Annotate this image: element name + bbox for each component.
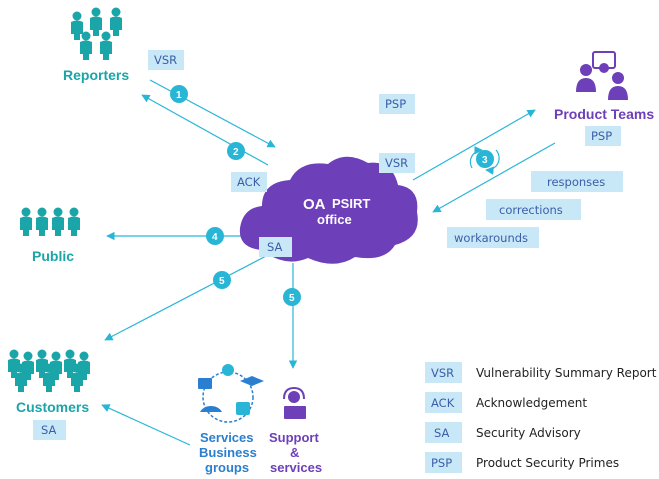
arrow-cloud-to-customers [104, 254, 269, 341]
support-icon [283, 386, 306, 419]
tag-psp-product: PSP [585, 126, 621, 146]
svg-text:5: 5 [289, 293, 295, 304]
step-4: 4 [206, 227, 224, 245]
umbrella-icon [200, 405, 222, 412]
step-5-customers: 5 [213, 271, 231, 289]
svg-text:Security Advisory: Security Advisory [476, 426, 581, 440]
arrow-services-to-customers [101, 404, 191, 446]
svg-text:ACK: ACK [237, 175, 261, 189]
svg-text:4: 4 [212, 232, 218, 243]
svg-text:workarounds: workarounds [454, 231, 528, 245]
arrows [101, 79, 556, 446]
lightbulb-icon [222, 364, 234, 376]
services-line-1: Services [200, 430, 254, 445]
customers-icon [8, 349, 90, 392]
team-icon [198, 378, 212, 389]
cloud-subtitle: office [317, 212, 352, 227]
svg-text:ACK: ACK [431, 396, 455, 410]
svg-text:Vulnerability Summary Report: Vulnerability Summary Report [476, 366, 657, 380]
svg-text:SA: SA [434, 426, 450, 440]
services-line-3: groups [205, 460, 249, 475]
svg-text:responses: responses [547, 175, 605, 189]
svg-text:PSP: PSP [431, 456, 452, 470]
tag-sa-cloud: SA [259, 237, 292, 257]
support-line-3: services [270, 460, 322, 475]
services-line-2: Business [199, 445, 257, 460]
tag-vsr-product: VSR [379, 153, 415, 173]
cloud-title: PSIRT [332, 196, 370, 211]
tag-responses: responses [531, 171, 623, 192]
customers-label: Customers [16, 399, 89, 415]
tag-vsr-reporters: VSR [148, 50, 184, 70]
svg-text:PSP: PSP [385, 97, 406, 111]
tag-ack: ACK [231, 172, 267, 192]
public-label: Public [32, 248, 74, 264]
graduation-cap-icon [240, 376, 264, 386]
svg-text:2: 2 [233, 147, 239, 158]
step-3: 3 [476, 150, 494, 168]
support-line-1: Support [269, 430, 319, 445]
svg-text:VSR: VSR [431, 366, 454, 380]
product-teams-icon [576, 51, 628, 100]
tag-psp-top: PSP [379, 94, 415, 114]
legend-item-sa: SA Security Advisory [425, 422, 581, 443]
svg-text:VSR: VSR [154, 53, 177, 67]
public-icon [16, 207, 80, 240]
product-teams-label: Product Teams [554, 106, 654, 122]
step-5-support: 5 [283, 288, 301, 306]
services-business-icon [198, 364, 264, 423]
reporters-label: Reporters [63, 67, 129, 83]
step-2: 2 [227, 142, 245, 160]
svg-text:SA: SA [41, 423, 57, 437]
reporters-icon [71, 7, 122, 60]
loop-arrow-3b [485, 149, 500, 175]
support-line-2: & [290, 445, 299, 460]
svg-text:Acknowledgement: Acknowledgement [476, 396, 587, 410]
legend-item-psp: PSP Product Security Primes [425, 452, 619, 473]
svg-text:PSP: PSP [591, 129, 612, 143]
legend-item-ack: ACK Acknowledgement [425, 392, 587, 413]
svg-text:1: 1 [176, 90, 182, 101]
arrow-reporters-to-cloud [149, 79, 276, 148]
svg-text:3: 3 [482, 155, 488, 166]
svg-text:corrections: corrections [499, 203, 563, 217]
arrow-product-teams-to-cloud [432, 142, 556, 213]
arrow-cloud-to-product-teams [412, 109, 536, 181]
cloud-brand: OA [303, 196, 326, 213]
arrow-cloud-to-reporters [141, 94, 269, 166]
puzzle-icon [236, 402, 250, 415]
svg-text:SA: SA [267, 240, 283, 254]
legend: VSR Vulnerability Summary Report ACK Ack… [425, 362, 657, 473]
step-1: 1 [170, 85, 188, 103]
loop-arrow-3 [469, 146, 483, 169]
tag-sa-customers: SA [33, 420, 66, 440]
svg-text:5: 5 [219, 276, 225, 287]
tag-corrections: corrections [486, 199, 581, 220]
legend-item-vsr: VSR Vulnerability Summary Report [425, 362, 657, 383]
svg-text:Product Security Primes: Product Security Primes [476, 456, 619, 470]
svg-text:VSR: VSR [385, 156, 408, 170]
tag-workarounds: workarounds [447, 227, 539, 248]
